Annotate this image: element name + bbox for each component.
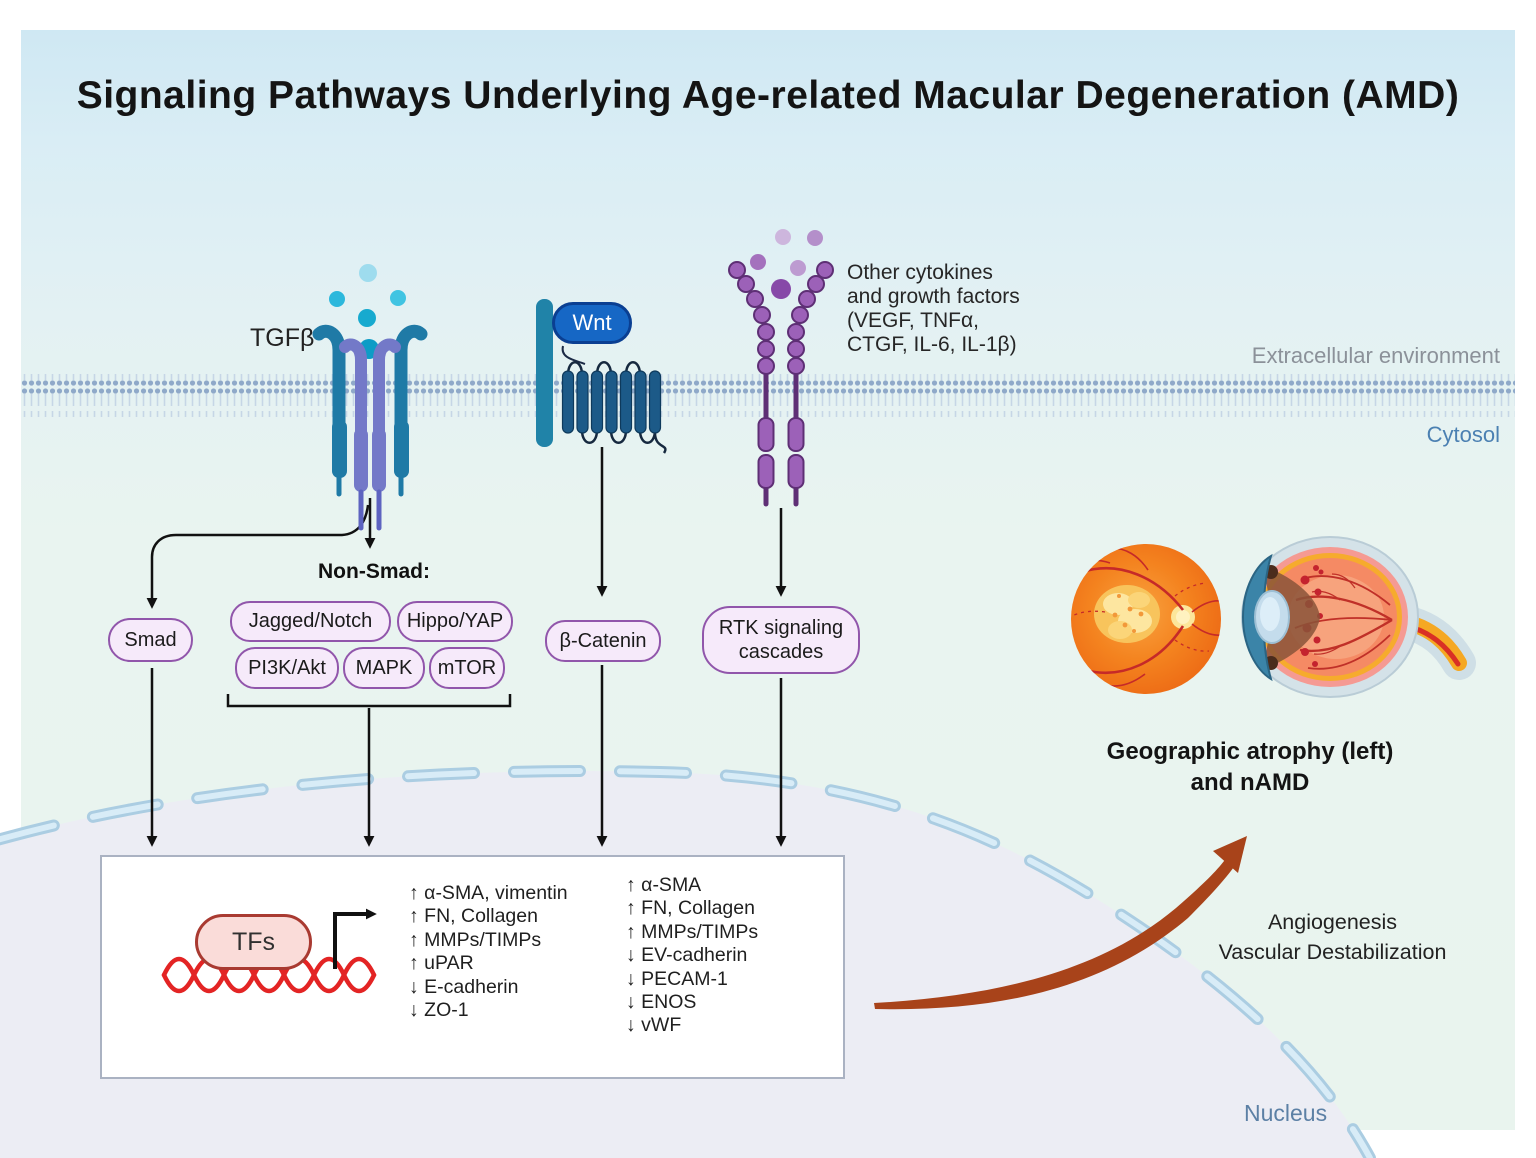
- gene-item: ↑ MMPs/TIMPs: [409, 928, 542, 951]
- fundus-image: [1071, 544, 1221, 694]
- pathway-pill-mapk: MAPK: [343, 647, 425, 689]
- angiogenesis-caption: Angiogenesis Vascular Destabilization: [1218, 910, 1447, 964]
- wnt-ligand-badge: Wnt: [552, 302, 632, 344]
- gene-expression-box: TFs ↑ α-SMA, vimentin ↑ FN, Collagen ↑ M…: [100, 855, 845, 1079]
- gene-item: ↓ vWF: [626, 1014, 682, 1037]
- pathway-pill-jagged-notch: Jagged/Notch: [230, 601, 391, 642]
- gene-item: ↓ PECAM-1: [626, 967, 728, 990]
- gene-item: ↑ uPAR: [409, 952, 474, 975]
- emt-gene-list: ↑ α-SMA, vimentin ↑ FN, Collagen ↑ MMPs/…: [409, 882, 568, 1022]
- gene-item: ↑ α-SMA, vimentin: [409, 882, 568, 904]
- signal-arrows: [146, 447, 787, 847]
- gene-item: ↓ ENOS: [626, 991, 697, 1014]
- rtk-receptor-icon: [728, 229, 834, 507]
- eye-outcome-caption: Geographic atrophy (left) and nAMD: [1106, 738, 1394, 796]
- non-smad-heading: Non-Smad:: [318, 560, 430, 583]
- outcome-arrow: [874, 836, 1247, 1010]
- gene-item: ↓ E-cadherin: [409, 975, 519, 998]
- wnt-label: Wnt: [572, 310, 612, 335]
- pathway-pill-beta-catenin: β-Catenin: [545, 620, 661, 662]
- gene-item: ↓ EV-cadherin: [626, 944, 748, 967]
- tgfb-receptor-icon: [312, 264, 428, 531]
- pathway-pill-pi3k-akt: PI3K/Akt: [235, 647, 339, 689]
- gene-item: ↑ FN, Collagen: [409, 905, 538, 928]
- gene-item: ↑ FN, Collagen: [626, 897, 755, 920]
- cytokines-note: Other cytokines and growth factors (VEGF…: [847, 261, 1020, 356]
- gene-item: ↓ ZO-1: [409, 999, 469, 1022]
- pathway-pill-smad: Smad: [108, 618, 193, 662]
- wnt-receptor-icon: [536, 299, 667, 454]
- cytosol-label: Cytosol: [1426, 422, 1500, 447]
- gene-item: ↑ MMPs/TIMPs: [626, 920, 759, 943]
- figure-title: Signaling Pathways Underlying Age-relate…: [76, 74, 1460, 117]
- endmt-gene-list: ↑ α-SMA ↑ FN, Collagen ↑ MMPs/TIMPs ↓ EV…: [626, 874, 758, 1038]
- pathway-pill-hippo-yap: Hippo/YAP: [397, 601, 513, 642]
- gene-item: ↑ α-SMA: [626, 874, 702, 896]
- extracellular-label: Extracellular environment: [1251, 343, 1500, 368]
- nucleus-label: Nucleus: [1244, 1100, 1328, 1126]
- transcription-arrow: [333, 908, 377, 969]
- pathway-pill-rtk: RTK signaling cascades: [702, 606, 860, 674]
- pathway-pill-mtor: mTOR: [429, 647, 505, 689]
- eye-cross-section: [1241, 536, 1476, 698]
- tgfb-label: TGFβ: [250, 324, 315, 352]
- transcription-factors-pill: TFs: [195, 914, 312, 970]
